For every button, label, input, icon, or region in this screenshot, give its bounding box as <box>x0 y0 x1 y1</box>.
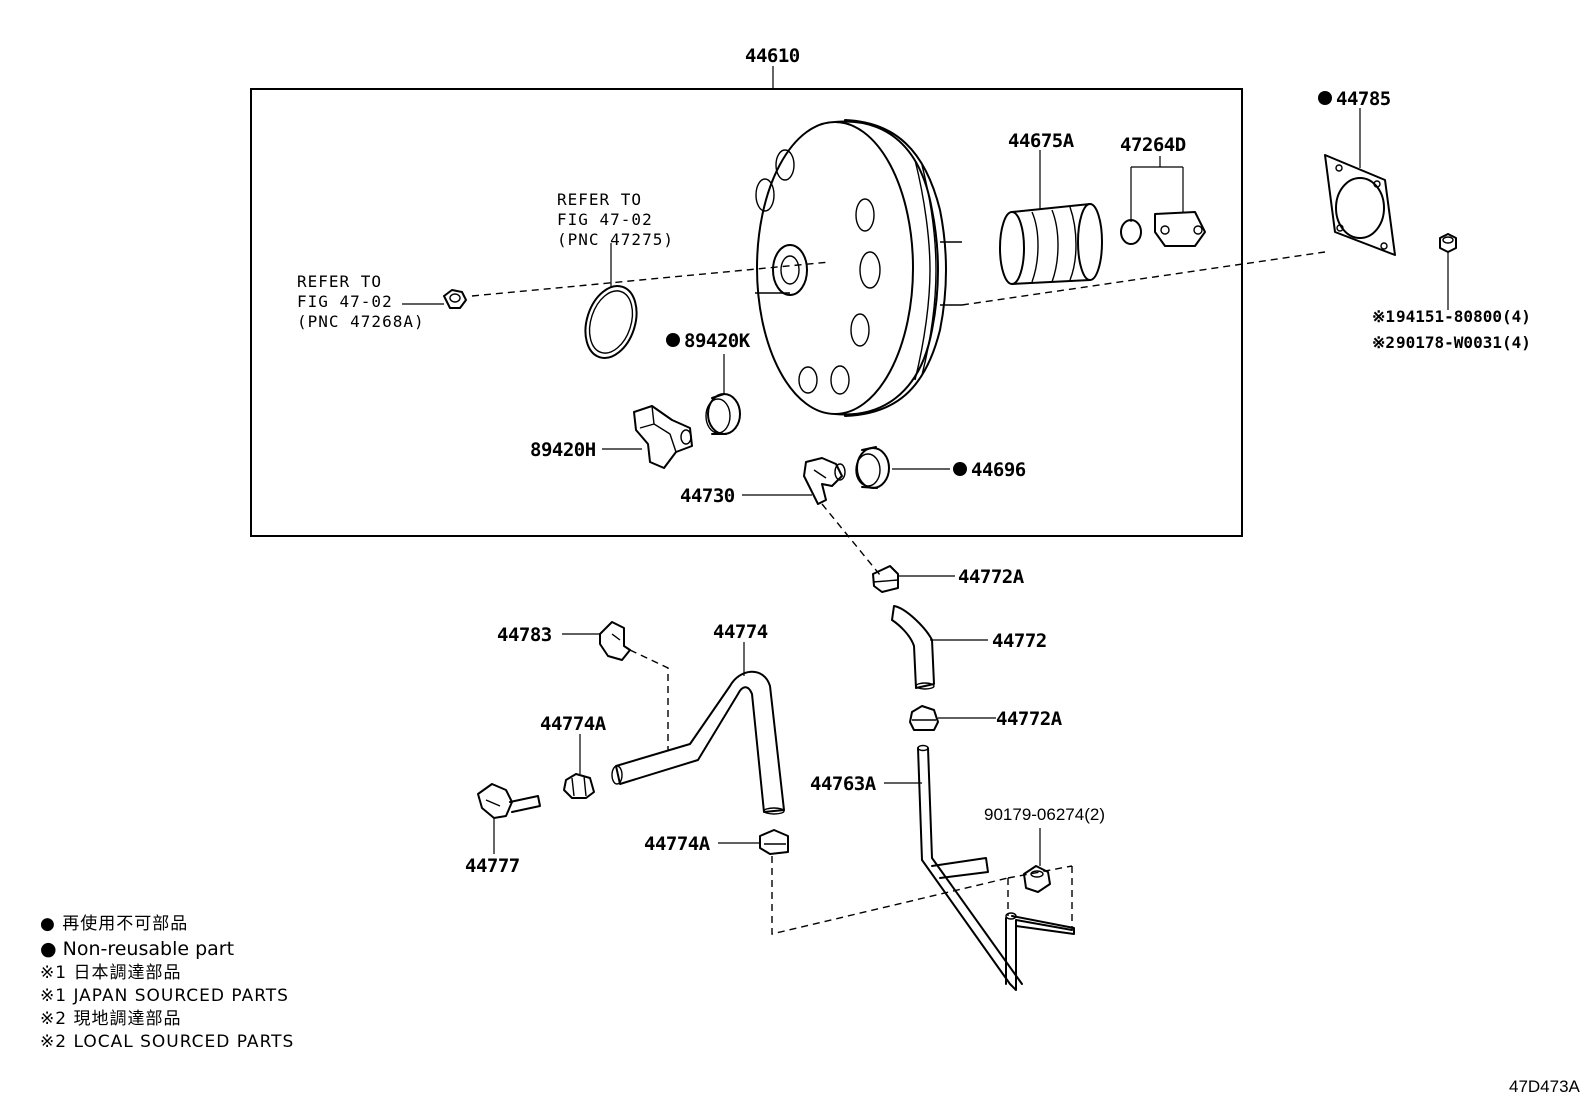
refer-left-line-3[interactable]: (PNC 47268A) <box>297 312 425 331</box>
legend-line-6: ※2 LOCAL SOURCED PARTS <box>40 1032 294 1052</box>
label-90179[interactable]: 90179-06274(2) <box>984 805 1105 824</box>
part-47264D-clevis[interactable] <box>1120 211 1206 247</box>
legend-line-1: ● 再使用不可部品 <box>40 913 188 934</box>
label-44774A-bottom[interactable]: 44774A <box>644 833 711 855</box>
label-44763A[interactable]: 44763A <box>810 773 877 795</box>
label-94151[interactable]: 94151-80800(4) <box>1396 307 1531 326</box>
part-44785-gasket[interactable] <box>1324 154 1396 256</box>
label-44696[interactable]: 44696 <box>971 459 1026 481</box>
label-89420K[interactable]: 89420K <box>684 330 751 352</box>
label-44774A-left[interactable]: 44774A <box>540 713 607 735</box>
part-44772A-clip-top[interactable] <box>872 565 899 593</box>
assembly-label[interactable]: 44610 <box>745 45 800 67</box>
refer-top-line-1: REFER TO <box>557 190 642 209</box>
brake-booster-body[interactable] <box>755 119 962 417</box>
label-90178[interactable]: 90178-W0031(4) <box>1396 333 1531 352</box>
part-44772A-clip-mid[interactable] <box>909 705 939 731</box>
o-ring-47275[interactable] <box>577 279 646 364</box>
label-47264D[interactable]: 47264D <box>1120 134 1186 156</box>
bolt-2-mark: ※2 <box>1372 333 1395 352</box>
assembly-frame <box>250 88 1243 537</box>
label-44774[interactable]: 44774 <box>713 621 768 643</box>
part-44774A-clip-left[interactable] <box>563 773 595 799</box>
part-44763A-pipe[interactable] <box>917 744 1075 991</box>
label-44675A[interactable]: 44675A <box>1008 130 1075 152</box>
label-44783[interactable]: 44783 <box>497 624 552 646</box>
non-reusable-dot-44696 <box>953 462 967 476</box>
part-44777-union[interactable] <box>477 783 541 819</box>
label-44777[interactable]: 44777 <box>465 855 520 877</box>
part-44730-check-valve[interactable] <box>803 457 846 505</box>
non-reusable-dot-89420K <box>666 333 680 347</box>
part-44772-hose[interactable] <box>891 605 935 690</box>
refer-top-line-2: FIG 47-02 <box>557 210 653 229</box>
label-44772A-top[interactable]: 44772A <box>958 566 1025 588</box>
label-44730[interactable]: 44730 <box>680 485 735 507</box>
legend-line-5: ※2 現地調達部品 <box>40 1009 181 1029</box>
legend: ● 再使用不可部品 ● Non-reusable part ※1 日本調達部品 … <box>40 913 294 1052</box>
label-89420H[interactable]: 89420H <box>530 439 596 461</box>
refer-top-line-3[interactable]: (PNC 47275) <box>557 230 674 249</box>
non-reusable-dot-44785 <box>1318 91 1332 105</box>
legend-line-2: ● Non-reusable part <box>40 938 234 960</box>
part-44696-grommet[interactable] <box>855 446 890 489</box>
part-44783-clip[interactable] <box>599 621 631 661</box>
legend-line-4: ※1 JAPAN SOURCED PARTS <box>40 986 289 1006</box>
label-44785[interactable]: 44785 <box>1336 88 1391 110</box>
refer-left-line-1: REFER TO <box>297 272 382 291</box>
legend-line-3: ※1 日本調達部品 <box>40 963 181 983</box>
part-44774-hose[interactable] <box>611 670 785 815</box>
bolt-1-mark: ※1 <box>1372 307 1395 326</box>
figure-code: 47D473A <box>1509 1077 1581 1096</box>
part-89420H-sensor[interactable] <box>633 405 693 469</box>
nut-94151[interactable] <box>1439 233 1457 253</box>
nut-47268A[interactable] <box>443 289 467 309</box>
nut-90179[interactable] <box>1023 865 1051 893</box>
label-44772[interactable]: 44772 <box>992 630 1047 652</box>
label-44772A-mid[interactable]: 44772A <box>996 708 1063 730</box>
part-44675A-boot[interactable] <box>999 203 1103 285</box>
part-89420K-grommet[interactable] <box>705 393 741 435</box>
refer-left-line-2: FIG 47-02 <box>297 292 393 311</box>
part-44774A-clip-bottom[interactable] <box>759 829 789 855</box>
